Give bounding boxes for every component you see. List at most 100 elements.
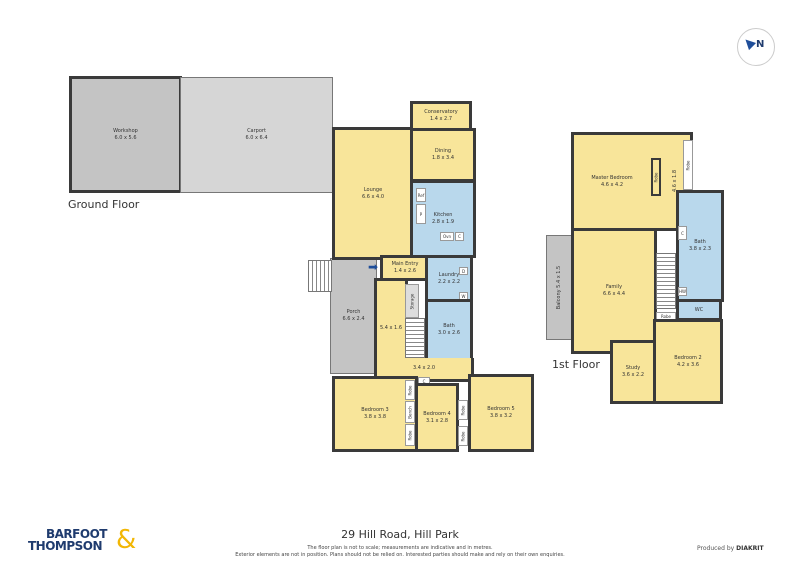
fixture-robe: Robe bbox=[458, 400, 468, 420]
fixture-ref: Ref bbox=[416, 188, 426, 202]
room-workshop: Workshop 6.0 x 5.6 bbox=[69, 76, 182, 193]
room-dining: Dining 1.8 x 3.4 bbox=[410, 128, 476, 182]
room-name: Lounge bbox=[363, 186, 383, 193]
room-dims: 6.6 x 2.4 bbox=[342, 316, 365, 322]
property-address: 29 Hill Road, Hill Park bbox=[341, 528, 459, 541]
room-dims: 3.6 x 2.2 bbox=[621, 372, 645, 378]
walk-in-dims: 4.6 x 1.8 bbox=[672, 169, 679, 193]
room-bath-1st: Bath 3.8 x 2.3 bbox=[676, 190, 724, 302]
room-dims: 3.8 x 3.8 bbox=[363, 414, 387, 420]
room-bedroom-4: Bedroom 4 3.1 x 2.8 bbox=[415, 383, 459, 452]
room-dims: 3.1 x 2.8 bbox=[425, 417, 449, 424]
first-floor-label: 1st Floor bbox=[552, 358, 600, 371]
room-name: Bath bbox=[694, 239, 706, 245]
fixture-storage: Storage bbox=[405, 284, 419, 318]
room-name: Bedroom 4 bbox=[423, 410, 451, 417]
fixture-robe: Robe bbox=[458, 426, 468, 446]
room-family: Family 6.6 x 4.4 bbox=[571, 228, 657, 354]
room-name: Kitchen bbox=[433, 212, 453, 218]
room-conservatory: Conservatory 1.4 x 2.7 bbox=[410, 101, 472, 131]
room-bedroom-5: Bedroom 5 3.8 x 3.2 bbox=[468, 374, 534, 452]
fixture-pantry: P bbox=[416, 204, 426, 224]
room-bath: Bath 3.0 x 2.6 bbox=[425, 299, 473, 361]
room-dims: 1.4 x 2.6 bbox=[393, 268, 417, 274]
room-dims: 3.8 x 3.2 bbox=[489, 413, 513, 419]
room-porch: Porch 6.6 x 2.4 bbox=[330, 258, 377, 374]
ground-floor-label: Ground Floor bbox=[68, 198, 140, 211]
balcony-dims: 5.4 x 1.5 bbox=[556, 265, 563, 288]
robe-label: Robe bbox=[407, 384, 413, 396]
room-name: Bedroom 2 bbox=[674, 354, 702, 361]
room-name: Family bbox=[605, 284, 623, 290]
room-dims: 6.0 x 6.4 bbox=[245, 135, 268, 141]
room-main-entry: Main Entry 1.4 x 2.6 bbox=[380, 255, 430, 281]
room-dims: 3.0 x 2.6 bbox=[437, 330, 461, 336]
fixture-oven: Ovn bbox=[440, 232, 454, 241]
fixture-bench: Bench bbox=[405, 401, 415, 423]
fixture-robe: Robe bbox=[405, 424, 415, 446]
room-wc: WC bbox=[676, 299, 722, 321]
room-name: Bedroom 3 bbox=[361, 407, 389, 413]
room-name: Workshop bbox=[113, 127, 138, 134]
room-carport: Carport 6.0 x 6.4 bbox=[180, 77, 333, 193]
robe-label: Robe bbox=[685, 159, 691, 171]
room-name: Balcony 5.4 x 1.5 bbox=[557, 266, 564, 309]
room-name: Laundry bbox=[438, 271, 460, 278]
room-name: Master Bedroom bbox=[591, 174, 633, 181]
logo-ampersand: & bbox=[116, 525, 137, 555]
room-name: Bath bbox=[443, 323, 455, 329]
robe-label: Robe bbox=[460, 430, 466, 442]
room-master-bedroom: Master Bedroom 4.6 x 4.2 bbox=[571, 132, 693, 231]
room-study: Study 3.6 x 2.2 bbox=[610, 340, 656, 404]
room-dims: 2.8 x 1.9 bbox=[431, 219, 455, 225]
room-name: Study bbox=[625, 365, 641, 371]
barfoot-thompson-logo: BARFOOT THOMPSON & bbox=[26, 527, 141, 557]
producer-name: DIAKRIT bbox=[736, 545, 764, 552]
bench-label: Bench bbox=[407, 405, 413, 419]
room-bedroom-2: Bedroom 2 4.2 x 3.6 bbox=[653, 319, 723, 404]
fixture-dryer: D bbox=[459, 267, 468, 275]
logo-line2: THOMPSON bbox=[28, 539, 103, 553]
stairs bbox=[405, 318, 425, 358]
room-dims: 3.8 x 2.3 bbox=[688, 246, 712, 252]
fixture-cupboard-1st: C bbox=[678, 226, 687, 240]
disclaimer-line-1: The floor plan is not to scale; measurem… bbox=[307, 545, 493, 551]
compass: N bbox=[737, 28, 775, 66]
porch-steps bbox=[308, 260, 332, 292]
room-name: Porch bbox=[346, 309, 361, 315]
fixture-hot-water: HW bbox=[678, 287, 687, 296]
robe-label: Robe bbox=[407, 429, 413, 441]
room-dims: 4.2 x 3.6 bbox=[676, 361, 700, 368]
room-balcony: Balcony 5.4 x 1.5 bbox=[546, 235, 574, 340]
room-name: Bedroom 5 bbox=[487, 406, 515, 412]
logo-line1: BARFOOT bbox=[46, 527, 107, 541]
balcony-name: Balcony bbox=[556, 289, 563, 310]
room-dims: 4.6 x 4.2 bbox=[600, 181, 624, 188]
room-dims: 6.0 x 5.6 bbox=[114, 134, 137, 141]
produced-by-label: Produced by bbox=[697, 545, 735, 552]
fixture-robe: Robe bbox=[405, 380, 415, 400]
robe-label: Robe bbox=[653, 171, 659, 183]
compass-label: N bbox=[756, 39, 765, 50]
room-dims: 3.4 x 2.0 bbox=[412, 365, 436, 371]
room-lounge: Lounge 6.6 x 4.0 bbox=[332, 127, 414, 260]
stairs-1st bbox=[656, 253, 676, 309]
room-name: Dining bbox=[434, 148, 452, 154]
room-dims: 1.8 x 3.4 bbox=[431, 155, 455, 161]
disclaimer-line-2: Exterior elements are not in position. P… bbox=[235, 552, 565, 558]
fixture-robe-master: Robe bbox=[651, 158, 661, 196]
room-name: Conservatory bbox=[424, 109, 458, 115]
room-name: WC bbox=[694, 306, 704, 313]
room-dims: 6.6 x 4.4 bbox=[602, 291, 626, 297]
robe-label: Robe bbox=[460, 404, 466, 416]
entry-arrow-icon: ➡ bbox=[368, 260, 379, 274]
room-dims: 5.4 x 1.6 bbox=[379, 324, 403, 331]
fixture-cupboard: C bbox=[455, 232, 464, 241]
room-dims: 1.4 x 2.7 bbox=[429, 116, 453, 122]
room-bedroom-3: Bedroom 3 3.8 x 3.8 bbox=[332, 376, 418, 452]
room-dims: 2.2 x 2.2 bbox=[437, 278, 461, 285]
room-name: Main Entry bbox=[391, 261, 419, 267]
produced-by: Produced by DIAKRIT bbox=[697, 545, 764, 552]
room-name: Carport bbox=[247, 128, 266, 134]
room-dims: 6.6 x 4.0 bbox=[361, 193, 385, 200]
